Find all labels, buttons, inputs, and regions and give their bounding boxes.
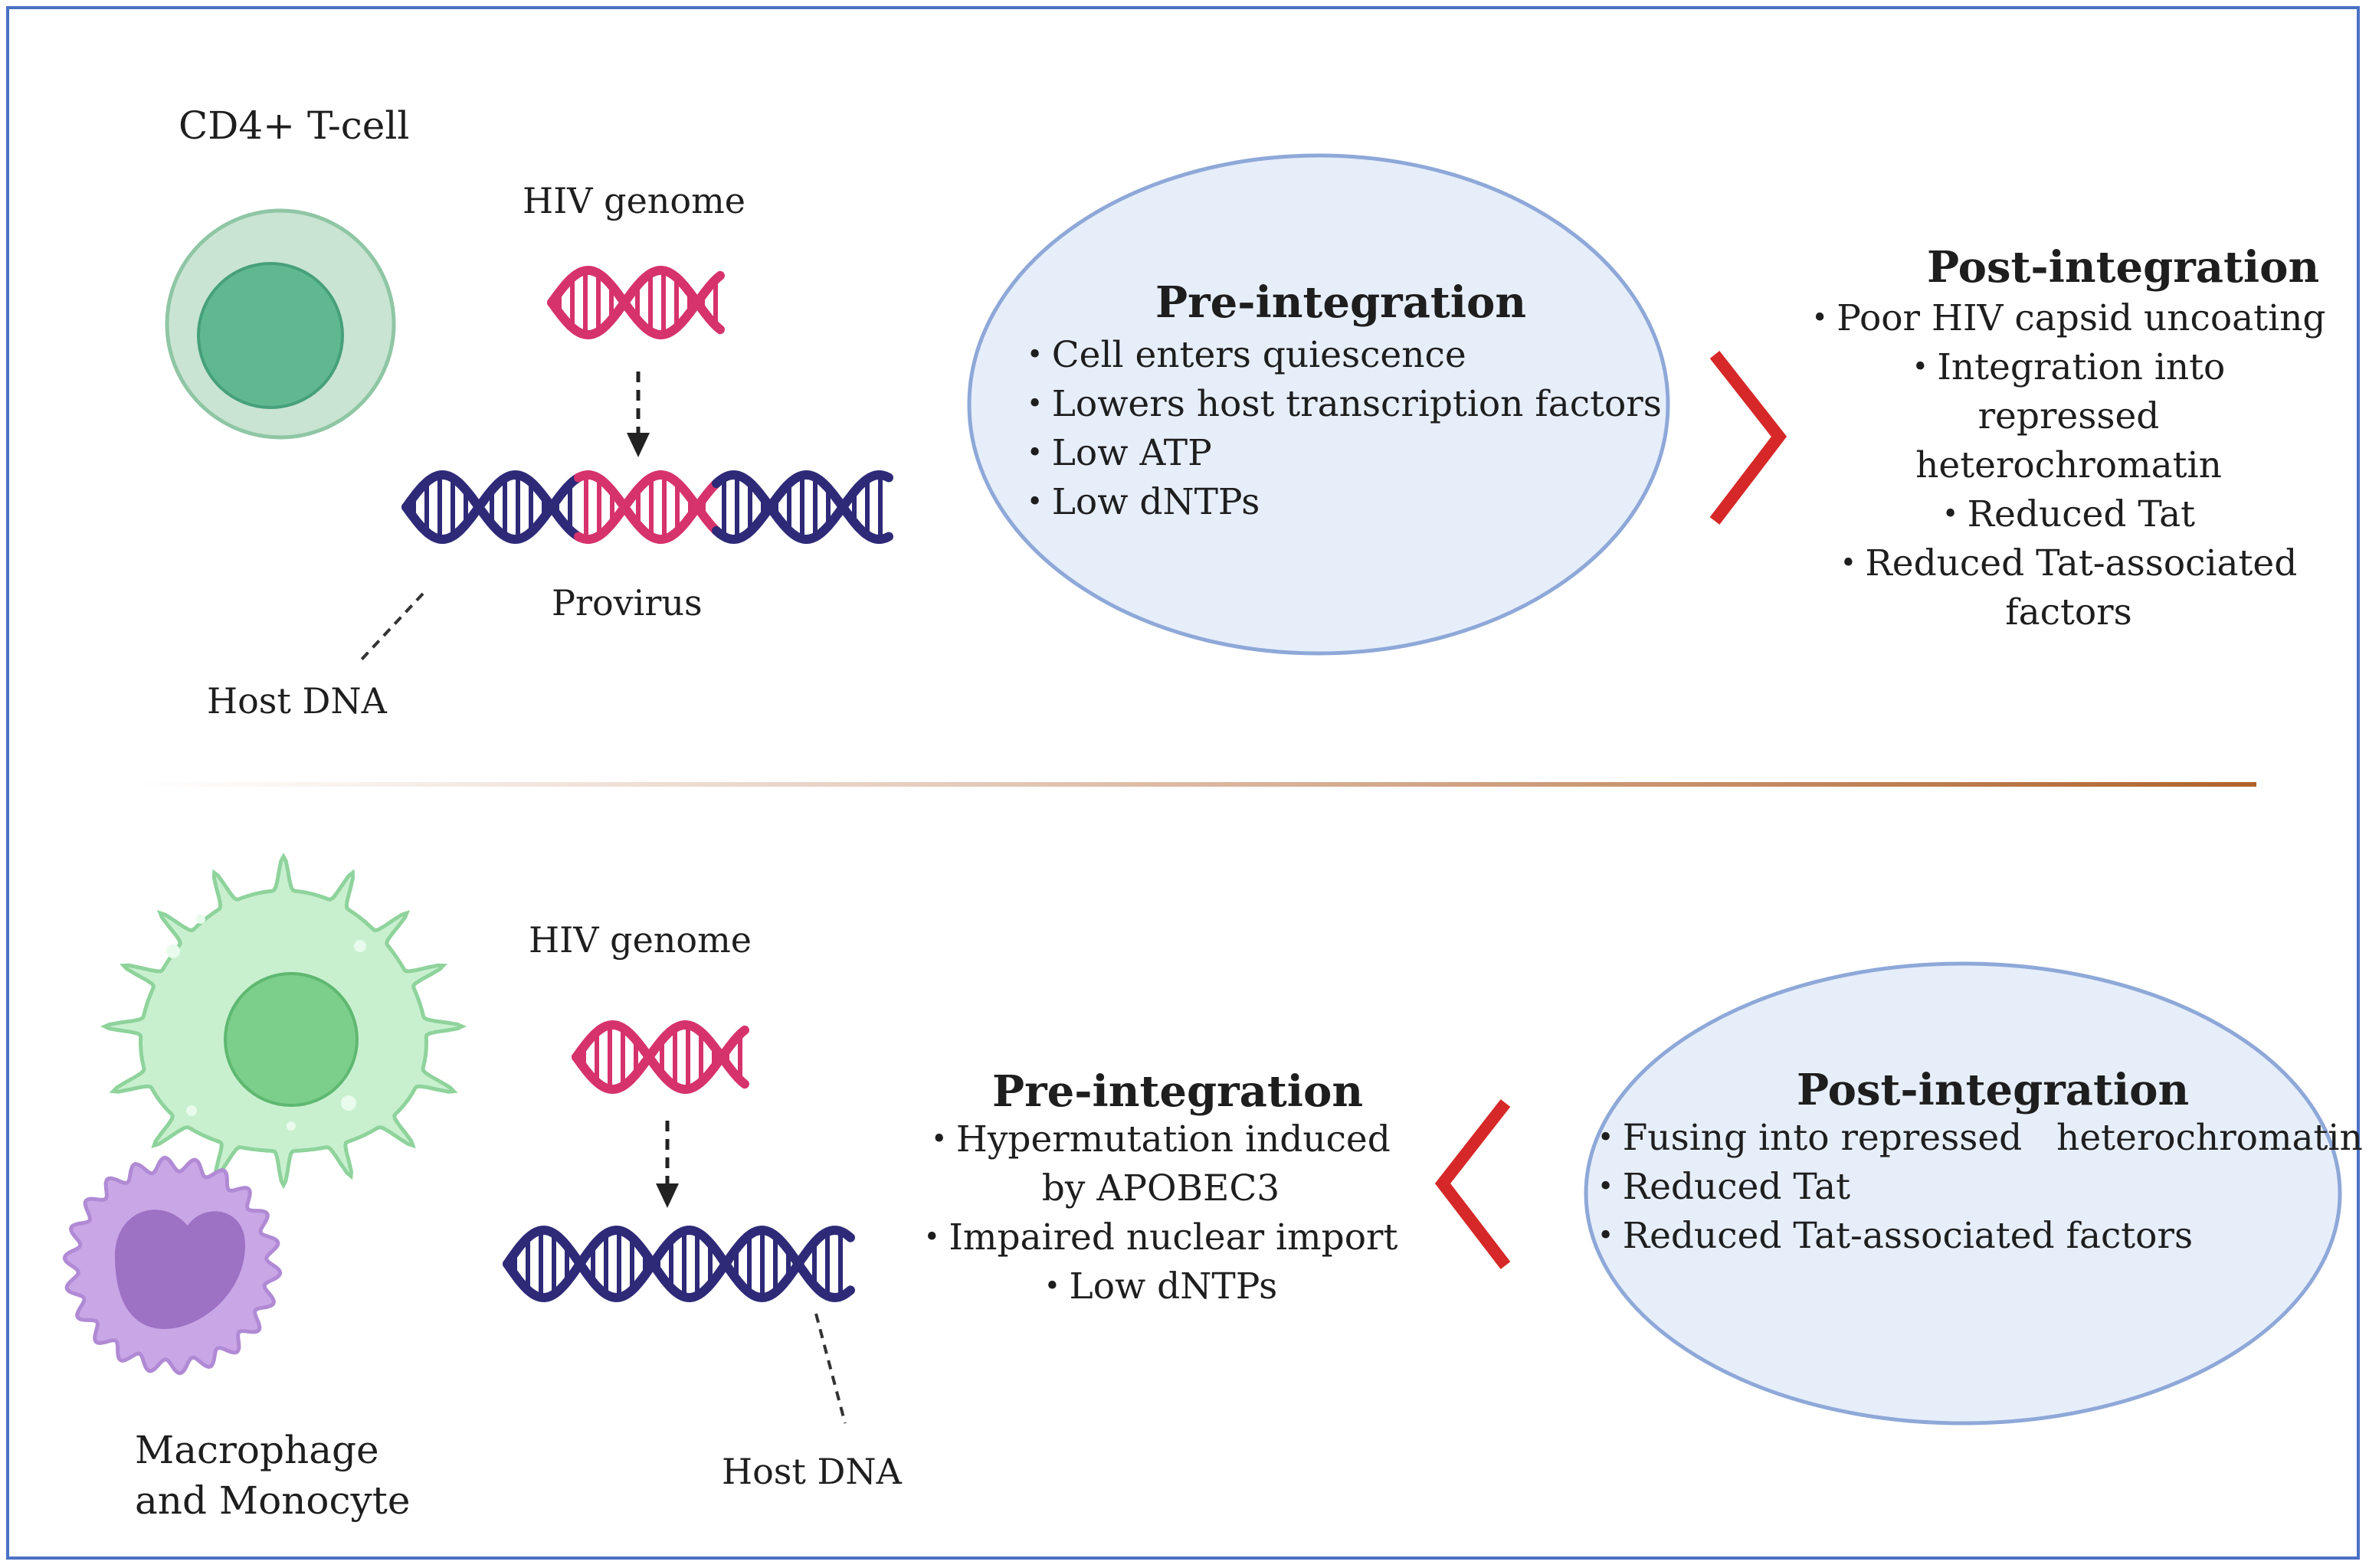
cd4-t-cell-icon [165,208,396,440]
list-item: Poor HIV capsid uncoating [1793,294,2344,343]
list-item: Low dNTPs [1027,478,1662,527]
post-integration-list: Poor HIV capsid uncoating Integration in… [1793,294,2344,637]
provirus-helix-icon [401,470,893,545]
macrophage-icon [100,853,467,1190]
post-integration-heading: Post-integration [1927,242,2320,293]
pre-integration-list: Hypermutation induced by APOBEC3 Impaire… [893,1115,1429,1311]
list-item: Reduced Tat-associated factors [1793,539,2344,637]
hiv-genome-label: HIV genome [523,180,745,221]
list-item: Cell enters quiescence [1027,331,1662,380]
macrophage-label-line: Macrophage [135,1428,379,1472]
list-item: Low dNTPs [893,1262,1429,1311]
hiv-genome-helix-icon [547,265,725,340]
post-integration-list: Fusing into repressed heterochromatin Re… [1597,1114,2363,1261]
monocyte-icon [62,1155,283,1376]
macrophage-monocyte-label: Macrophage and Monocyte [135,1425,410,1526]
integration-arrow-icon [656,1121,679,1208]
integration-arrow-icon [627,372,650,457]
monocyte-label-line: and Monocyte [135,1478,411,1523]
list-item: Integration into repressed heterochromat… [1793,343,2344,490]
list-item: Lowers host transcription factors [1027,380,1662,429]
section-divider [134,782,2256,787]
pre-integration-heading: Pre-integration [1155,277,1527,328]
provirus-label: Provirus [552,582,703,624]
list-item: Reduced Tat [1597,1163,2363,1212]
host-dna-label: Host DNA [722,1451,902,1492]
host-dna-pointer-line [814,1313,847,1424]
chevron-right-icon [1709,351,1787,525]
pre-integration-heading: Pre-integration [992,1066,1364,1117]
list-item: Low ATP [1027,429,1662,478]
list-item: Reduced Tat [1793,490,2344,539]
hiv-genome-helix-icon [572,1020,749,1095]
list-item: Hypermutation induced by APOBEC3 [893,1115,1429,1213]
cd4-t-cell-label: CD4+ T-cell [179,103,410,148]
post-integration-heading: Post-integration [1797,1065,2190,1115]
host-dna-pointer-line [359,592,424,663]
pre-integration-list: Cell enters quiescence Lowers host trans… [1027,331,1662,527]
list-item: Fusing into repressed heterochromatin [1597,1114,2363,1163]
chevron-left-icon [1434,1099,1511,1269]
host-dna-helix-icon [503,1225,855,1303]
hiv-genome-label: HIV genome [529,919,752,961]
list-item: Impaired nuclear import [893,1213,1429,1262]
host-dna-label: Host DNA [207,680,387,722]
list-item: Reduced Tat-associated factors [1597,1212,2363,1261]
